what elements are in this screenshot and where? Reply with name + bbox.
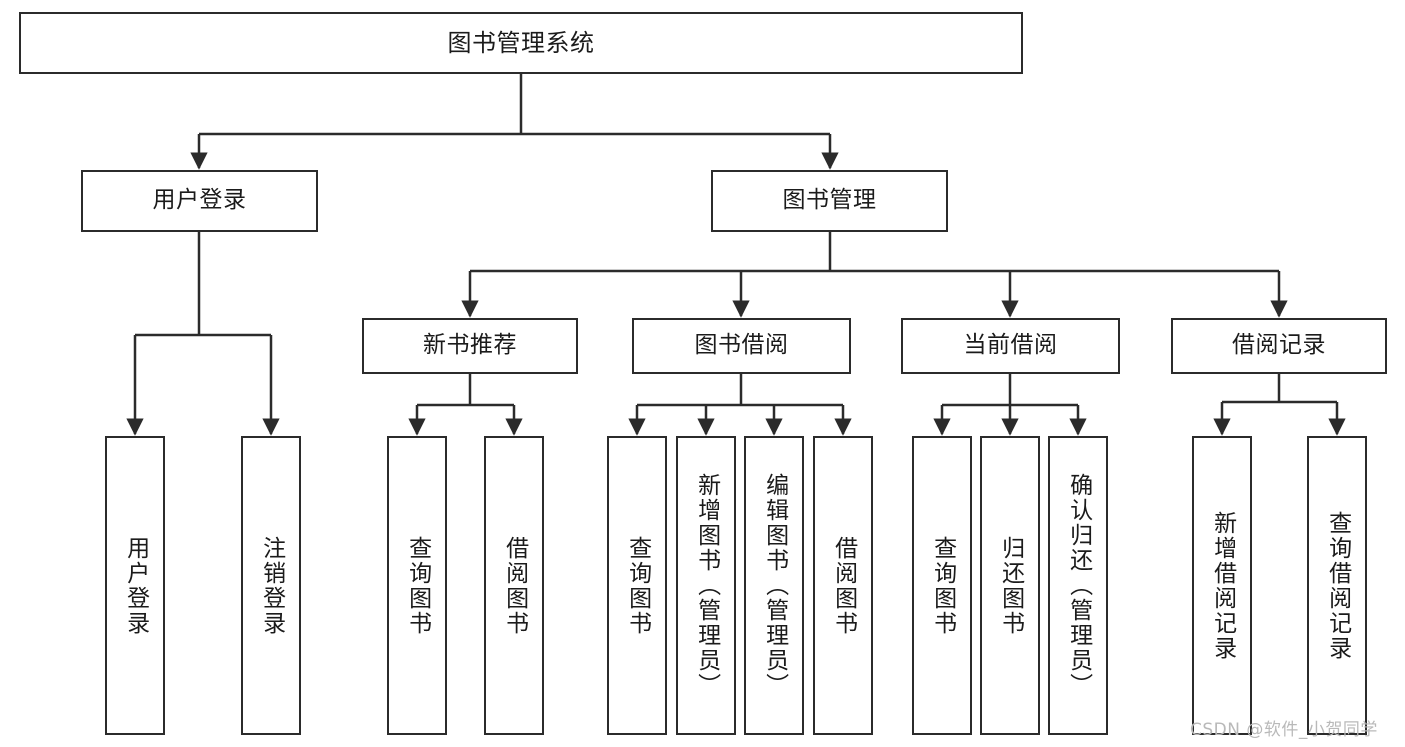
node-label: 查询图书 [929,535,956,636]
node-label: 当前借阅 [963,332,1058,359]
leaf-records-search-record[interactable]: 查询借阅记录 [1307,436,1367,735]
node-label: 用户登录 [152,187,247,214]
node-label: 编辑图书（管理员） [761,473,788,698]
node-current-borrowing[interactable]: 当前借阅 [901,318,1120,374]
leaf-newbooks-borrow-book[interactable]: 借阅图书 [484,436,544,735]
leaf-records-add-record[interactable]: 新增借阅记录 [1192,436,1252,735]
node-book-management[interactable]: 图书管理 [711,170,948,232]
node-label: 图书借阅 [694,332,789,359]
node-user-login[interactable]: 用户登录 [81,170,318,232]
node-label: 借阅图书 [501,535,528,636]
node-borrowing-records[interactable]: 借阅记录 [1171,318,1387,374]
leaf-newbooks-search-book[interactable]: 查询图书 [387,436,447,735]
node-label: 图书管理 [782,187,877,214]
leaf-user-logout[interactable]: 注销登录 [241,436,301,735]
leaf-current-confirm-return-admin[interactable]: 确认归还（管理员） [1048,436,1108,735]
node-label: 确认归还（管理员） [1065,473,1092,698]
node-label: 新增图书（管理员） [693,473,720,698]
node-label: 借阅图书 [830,535,857,636]
node-label: 查询借阅记录 [1324,510,1351,661]
node-label: 归还图书 [997,535,1024,636]
node-label: 图书管理系统 [447,28,595,57]
leaf-current-return-book[interactable]: 归还图书 [980,436,1040,735]
node-label: 新增借阅记录 [1209,510,1236,661]
node-label: 借阅记录 [1232,332,1326,359]
node-book-borrowing[interactable]: 图书借阅 [632,318,851,374]
node-label: 新书推荐 [423,332,517,359]
leaf-current-search-book[interactable]: 查询图书 [912,436,972,735]
node-book-management-system[interactable]: 图书管理系统 [19,12,1023,74]
node-label: 用户登录 [122,535,149,636]
leaf-user-login[interactable]: 用户登录 [105,436,165,735]
node-new-book-recommendation[interactable]: 新书推荐 [362,318,578,374]
leaf-borrow-borrow-book[interactable]: 借阅图书 [813,436,873,735]
leaf-borrow-edit-book-admin[interactable]: 编辑图书（管理员） [744,436,804,735]
node-label: 查询图书 [624,535,651,636]
leaf-borrow-search-book[interactable]: 查询图书 [607,436,667,735]
node-label: 查询图书 [404,535,431,636]
node-label: 注销登录 [258,535,285,636]
leaf-borrow-add-book-admin[interactable]: 新增图书（管理员） [676,436,736,735]
